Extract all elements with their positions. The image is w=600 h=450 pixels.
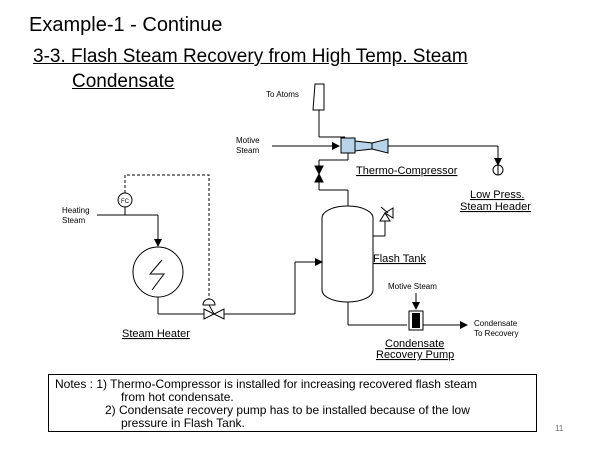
control-signal-line bbox=[124, 174, 210, 299]
motive-steam-label-2: Steam bbox=[236, 146, 259, 155]
note-1-continued: from hot condensate. bbox=[121, 390, 234, 404]
thermo-compressor-label: Thermo-Compressor bbox=[356, 165, 458, 177]
condensate-out-label: Condensate bbox=[474, 319, 518, 328]
to-atoms-label: To Atoms bbox=[266, 90, 299, 99]
condensate-pump-inner bbox=[412, 313, 420, 328]
control-valve-stem bbox=[208, 304, 215, 315]
low-press-header-label: Low Press. bbox=[470, 189, 524, 201]
thermo-compressor-body bbox=[340, 137, 356, 154]
steam-heater-exchanger bbox=[132, 246, 184, 298]
low-press-header-label-2: Steam Header bbox=[460, 201, 531, 213]
slide-subtitle-continued: Condensate bbox=[72, 71, 175, 92]
recovery-pump-label-2: Recovery Pump bbox=[376, 349, 454, 361]
check-valve-icon bbox=[314, 165, 324, 183]
thermo-compressor-outlet bbox=[371, 138, 389, 154]
notes-box: Notes : 1) Thermo-Compressor is installe… bbox=[48, 374, 537, 432]
motive-steam-label: Motive bbox=[236, 136, 260, 145]
thermo-compressor-diffuser bbox=[354, 140, 373, 152]
condensate-out-label-2: To Recovery bbox=[474, 329, 518, 338]
slide-title: Example-1 - Continue bbox=[29, 14, 223, 36]
note-2: 2) Condensate recovery pump has to be in… bbox=[105, 403, 470, 417]
fc-label: FC bbox=[121, 199, 130, 205]
control-valve-actuator bbox=[202, 298, 216, 306]
steam-heater-label: Steam Heater bbox=[122, 328, 190, 340]
page-number: 11 bbox=[555, 424, 564, 433]
heating-steam-label-2: Steam bbox=[62, 216, 85, 225]
slide-subtitle: 3-3. Flash Steam Recovery from High Temp… bbox=[33, 46, 468, 67]
safety-valve-icon bbox=[379, 207, 394, 222]
recovery-pump-label: Condensate bbox=[385, 338, 444, 350]
vent-silencer bbox=[312, 83, 325, 111]
motive-steam-pump-label: Motive Steam bbox=[388, 282, 437, 291]
safety-valve-spring bbox=[380, 206, 389, 214]
heater-coil-icon bbox=[148, 259, 165, 291]
note-2-continued: pressure in Flash Tank. bbox=[121, 416, 245, 430]
heating-steam-label: Heating bbox=[62, 206, 90, 215]
flash-tank-vessel bbox=[321, 205, 374, 303]
flash-tank-label: Flash Tank bbox=[373, 253, 426, 265]
note-1: Notes : 1) Thermo-Compressor is installe… bbox=[55, 377, 477, 391]
